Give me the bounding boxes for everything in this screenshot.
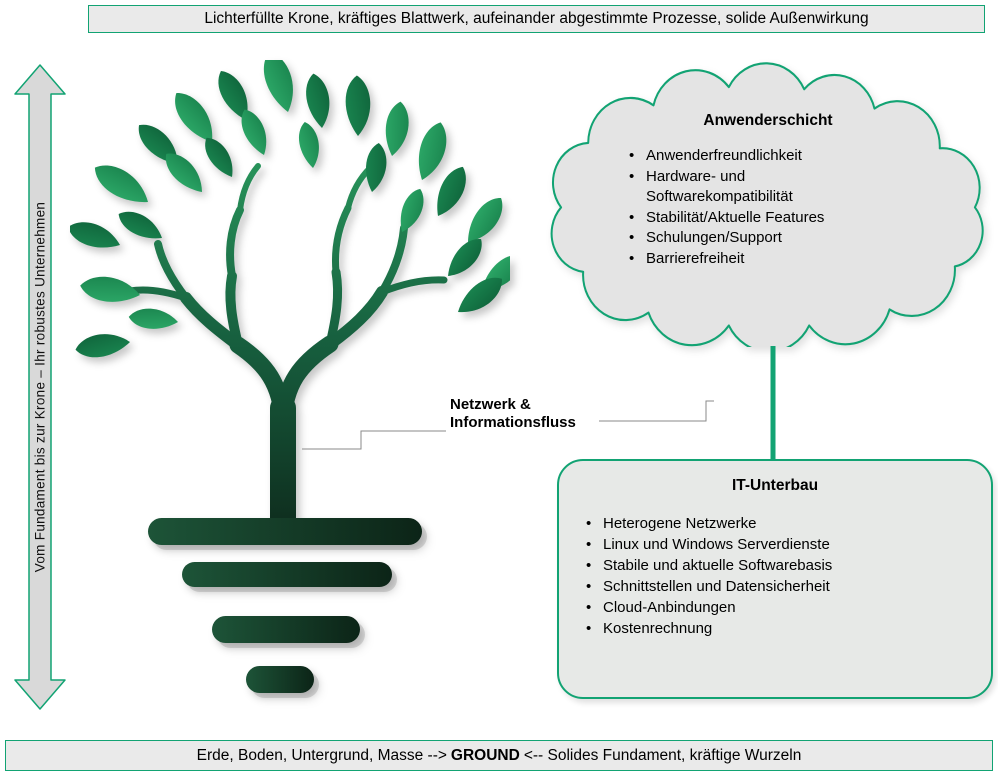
tree-foliage	[70, 60, 510, 364]
it-box-item: Schnittstellen und Datensicherheit	[581, 576, 991, 597]
it-box-item: Linux und Windows Serverdienste	[581, 534, 991, 555]
cloud-title: Anwenderschicht	[703, 112, 833, 129]
top-banner-text: Lichterfüllte Krone, kräftiges Blattwerk…	[204, 10, 869, 27]
tree-trunk	[126, 163, 448, 545]
tree-root-bars	[148, 518, 427, 698]
cloud-bullet-list: Anwenderfreundlichkeit Hardware- und Sof…	[624, 146, 856, 269]
double-arrow-icon	[14, 64, 66, 710]
bottom-banner-prefix: Erde, Boden, Untergrund, Masse -->	[196, 746, 447, 764]
it-foundation-box: IT-Unterbau Heterogene Netzwerke Linux u…	[557, 459, 993, 699]
cloud-item: Anwenderfreundlichkeit	[624, 146, 856, 167]
vertical-span-arrow: Vom Fundament bis zur Krone – Ihr robust…	[14, 64, 66, 710]
cloud-item: Barrierefreiheit	[624, 249, 856, 270]
it-box-title: IT-Unterbau	[731, 477, 819, 494]
network-flow-label: Netzwerk & Informationsfluss	[450, 396, 620, 432]
it-box-item: Heterogene Netzwerke	[581, 513, 991, 534]
network-flow-label-line2: Informationsfluss	[450, 414, 576, 431]
top-banner: Lichterfüllte Krone, kräftiges Blattwerk…	[88, 5, 985, 33]
cloud-item: Hardware- und Softwarekompatibilität	[624, 167, 856, 208]
it-box-item: Stabile und aktuelle Softwarebasis	[581, 555, 991, 576]
bottom-banner-ground: GROUND	[450, 746, 520, 764]
cloud-item: Schulungen/Support	[624, 228, 856, 249]
it-box-item: Cloud-Anbindungen	[581, 597, 991, 618]
arrow-label: Vom Fundament bis zur Krone – Ihr robust…	[32, 201, 48, 573]
bottom-banner-suffix: <-- Solides Fundament, kräftige Wurzeln	[523, 746, 802, 764]
cloud-item: Stabilität/Aktuelle Features	[624, 208, 856, 229]
tree-illustration	[70, 60, 510, 698]
it-box-item: Kostenrechnung	[581, 618, 991, 639]
user-layer-content: Anwenderschicht Anwenderfreundlichkeit H…	[598, 112, 938, 269]
it-box-bullet-list: Heterogene Netzwerke Linux und Windows S…	[581, 513, 991, 639]
network-flow-label-line1: Netzwerk &	[450, 396, 531, 413]
bottom-banner: Erde, Boden, Untergrund, Masse --> GROUN…	[5, 740, 993, 771]
